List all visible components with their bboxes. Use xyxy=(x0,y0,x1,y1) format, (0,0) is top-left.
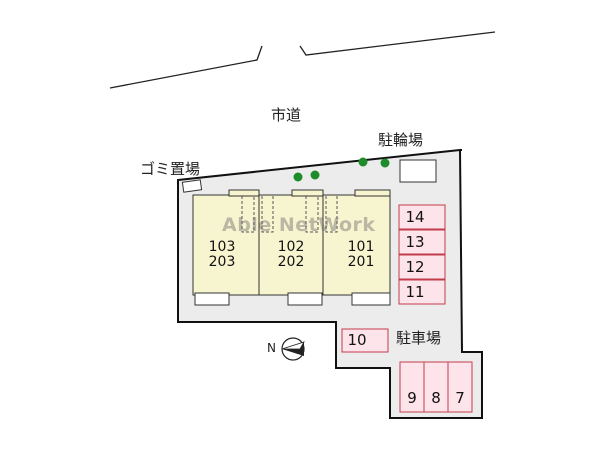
tree xyxy=(380,158,390,168)
garbage-area-box xyxy=(181,179,203,193)
porch-103 xyxy=(194,292,230,306)
tree xyxy=(358,157,368,167)
unit-101-201 xyxy=(322,194,391,296)
stair-outline xyxy=(305,196,319,233)
road-edge-right xyxy=(299,31,496,56)
north-compass xyxy=(281,337,305,361)
parking-space-9 xyxy=(399,361,425,413)
parking-space-10 xyxy=(341,328,389,353)
unit-label-lower: 103 xyxy=(208,239,236,255)
parking-space-number: 10 xyxy=(347,331,367,349)
parking-space-number: 14 xyxy=(405,208,425,226)
bicycle-parking-label: 駐輪場 xyxy=(378,131,424,149)
parking-space-13 xyxy=(398,229,446,255)
north-label: N xyxy=(267,341,276,355)
parking-space-number: 8 xyxy=(431,389,441,407)
parking-space-11 xyxy=(398,279,446,305)
unit-label-upper: 203 xyxy=(208,254,236,270)
building-notch xyxy=(228,189,260,197)
parking-space-number: 7 xyxy=(455,389,465,407)
parking-space-12 xyxy=(398,254,446,280)
garbage-area-label: ゴミ置場 xyxy=(140,160,201,178)
porch-101 xyxy=(351,292,391,306)
stair-outline xyxy=(261,196,274,233)
porch-102 xyxy=(287,292,323,306)
building-notch xyxy=(291,189,324,197)
parking-space-7 xyxy=(447,361,473,413)
parking-space-number: 13 xyxy=(405,233,425,251)
parking-space-number: 12 xyxy=(405,258,425,276)
stair-outline xyxy=(241,196,255,233)
unit-103-203 xyxy=(192,194,260,296)
building-notch xyxy=(354,189,391,197)
parking-lot-label: 駐車場 xyxy=(396,329,442,347)
unit-label-lower: 102 xyxy=(277,239,305,255)
stair-outline xyxy=(325,196,338,233)
unit-label-upper: 202 xyxy=(277,254,305,270)
city-road-label: 市道 xyxy=(271,106,302,124)
parking-space-number: 9 xyxy=(407,389,417,407)
bicycle-parking-box xyxy=(399,159,437,183)
tree xyxy=(310,170,320,180)
tree xyxy=(293,172,303,182)
parking-space-14 xyxy=(398,204,446,230)
unit-label-upper: 201 xyxy=(347,254,375,270)
road-edge-left xyxy=(109,45,263,89)
parking-space-number: 11 xyxy=(405,283,425,301)
watermark: Able NetWork xyxy=(222,214,376,236)
building xyxy=(192,189,391,296)
unit-label-lower: 101 xyxy=(347,239,375,255)
